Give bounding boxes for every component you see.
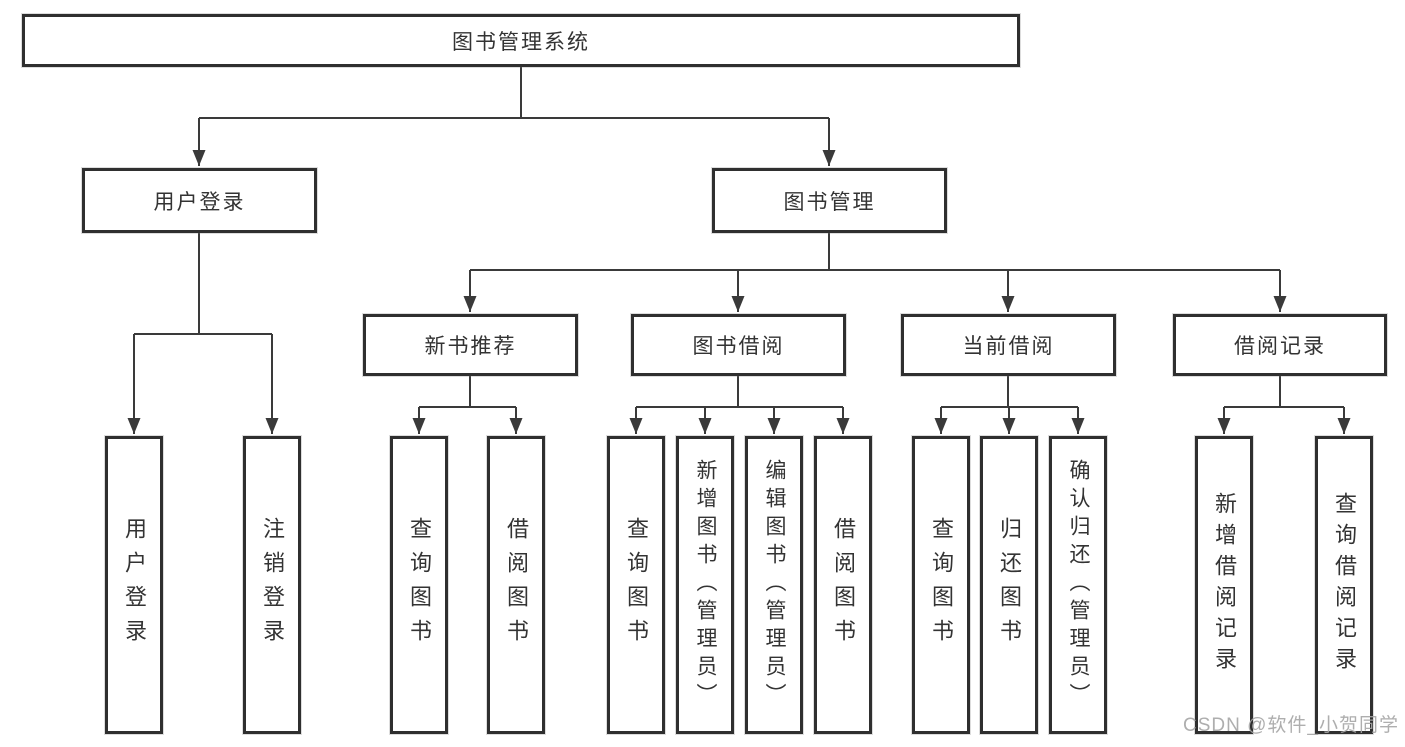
leaf-confirm-return-admin: 确认归还（管理员） (1049, 436, 1107, 734)
leaf-edit-books-admin: 编辑图书（管理员） (745, 436, 803, 734)
node-current-borrow: 当前借阅 (901, 314, 1116, 376)
node-library-system-label: 图书管理系统 (452, 30, 590, 54)
leaf-logout-label: 注销登录 (260, 517, 285, 653)
leaf-user-login-label: 用户登录 (122, 517, 147, 653)
node-library-system: 图书管理系统 (22, 14, 1020, 67)
node-book-management-label: 图书管理 (783, 190, 876, 214)
leaf-newbooks-query-books: 查询图书 (390, 436, 448, 734)
leaf-current-query-books: 查询图书 (912, 436, 970, 734)
leaf-return-books: 归还图书 (980, 436, 1038, 734)
csdn-watermark: CSDN @软件_小贺同学 (1183, 715, 1399, 736)
leaf-borrow-borrow-books-label: 借阅图书 (831, 517, 856, 653)
leaf-add-borrow-record-label: 新增借阅记录 (1212, 492, 1237, 678)
leaf-query-borrow-record-label: 查询借阅记录 (1332, 492, 1357, 678)
node-new-book-recommend-label: 新书推荐 (424, 335, 517, 358)
leaf-confirm-return-admin-label: 确认归还（管理员） (1067, 459, 1090, 711)
node-book-management: 图书管理 (712, 168, 947, 233)
leaf-newbooks-borrow-books: 借阅图书 (487, 436, 545, 734)
leaf-user-login: 用户登录 (105, 436, 163, 734)
node-borrow-records: 借阅记录 (1173, 314, 1387, 376)
node-borrow-records-label: 借阅记录 (1234, 335, 1326, 358)
leaf-borrow-query-books: 查询图书 (607, 436, 665, 734)
node-book-borrow: 图书借阅 (631, 314, 846, 376)
node-current-borrow-label: 当前借阅 (962, 335, 1055, 358)
leaf-logout: 注销登录 (243, 436, 301, 734)
leaf-return-books-label: 归还图书 (997, 517, 1022, 653)
leaf-borrow-query-books-label: 查询图书 (624, 517, 649, 653)
leaf-query-borrow-record: 查询借阅记录 (1315, 436, 1373, 734)
leaf-edit-books-admin-label: 编辑图书（管理员） (763, 459, 786, 711)
leaf-borrow-borrow-books: 借阅图书 (814, 436, 872, 734)
leaf-add-borrow-record: 新增借阅记录 (1195, 436, 1253, 734)
node-new-book-recommend: 新书推荐 (363, 314, 578, 376)
node-user-login-branch-label: 用户登录 (153, 190, 246, 214)
leaf-add-books-admin: 新增图书（管理员） (676, 436, 734, 734)
node-book-borrow-label: 图书借阅 (692, 335, 785, 358)
node-user-login-branch: 用户登录 (82, 168, 317, 233)
leaf-newbooks-borrow-books-label: 借阅图书 (504, 517, 529, 653)
leaf-newbooks-query-books-label: 查询图书 (407, 517, 432, 653)
leaf-current-query-books-label: 查询图书 (929, 517, 954, 653)
leaf-add-books-admin-label: 新增图书（管理员） (694, 459, 717, 711)
